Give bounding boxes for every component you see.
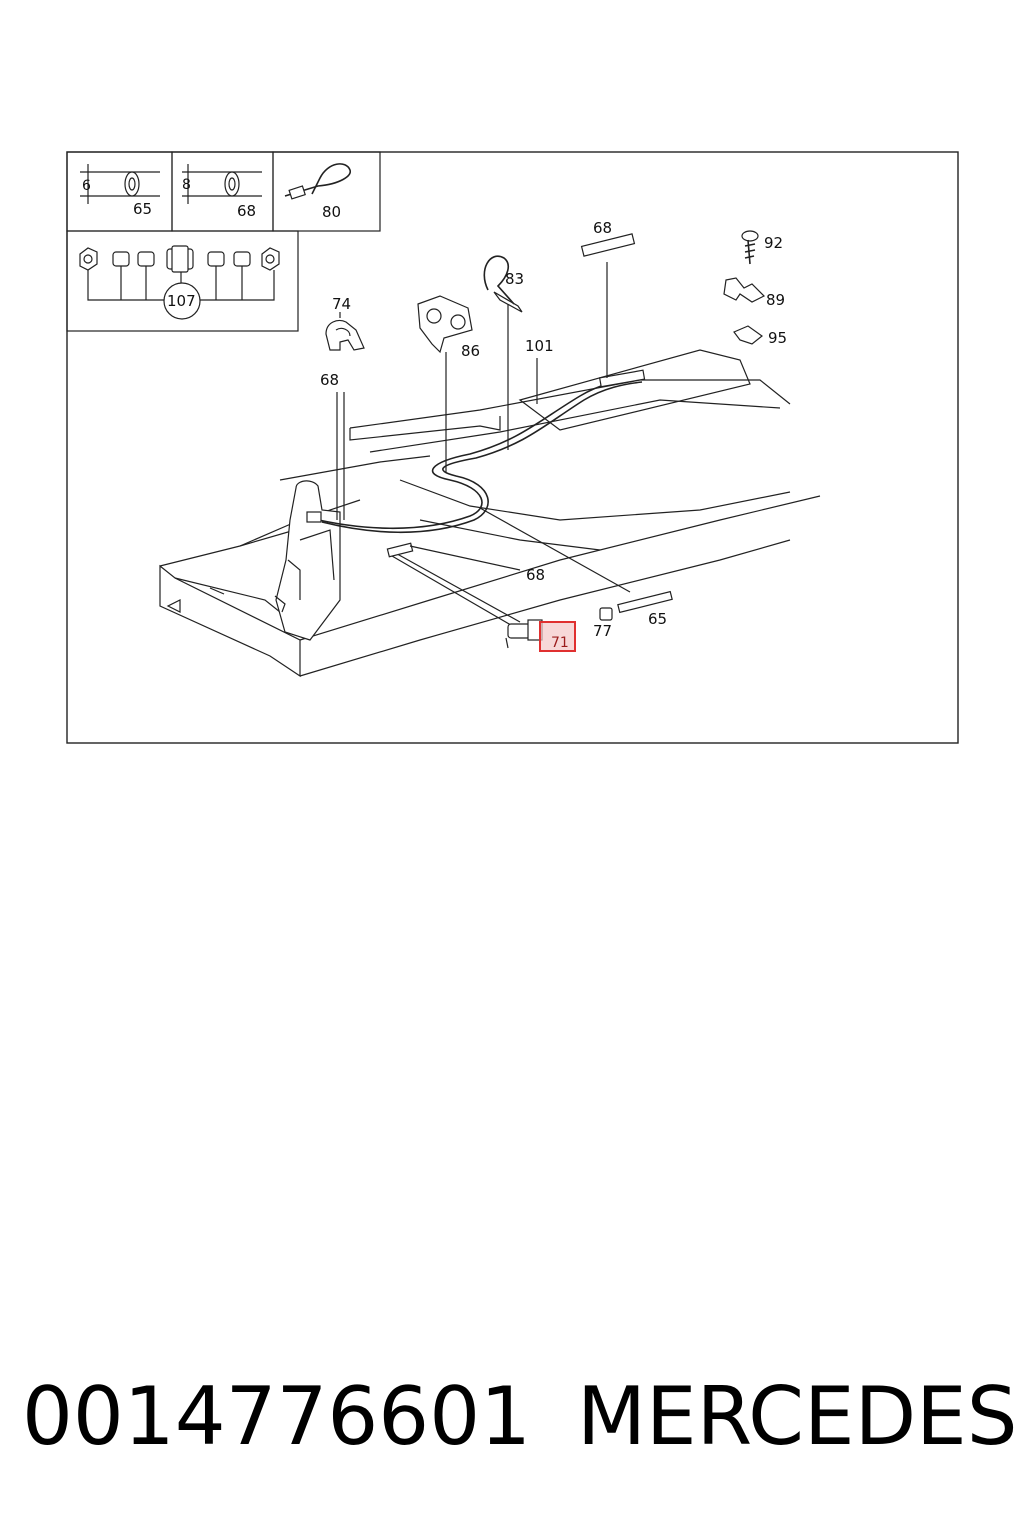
legend-dim-8: 8 xyxy=(182,177,191,193)
kit-label-107: 107 xyxy=(167,292,196,310)
callout-95: 95 xyxy=(768,329,787,347)
spacer-68-icon xyxy=(182,164,262,204)
legend-label-65: 65 xyxy=(133,200,152,218)
cable-tie-icon xyxy=(284,163,351,200)
strap-83-icon xyxy=(483,255,523,313)
cap-77-icon xyxy=(599,607,613,621)
legend-dim-6: 6 xyxy=(82,178,91,194)
callout-77: 77 xyxy=(593,622,612,640)
part-number: 0014776601 xyxy=(22,1370,531,1463)
chassis-frame-drawing xyxy=(159,349,821,678)
callout-101: 101 xyxy=(525,337,554,355)
diagram-frame xyxy=(66,151,959,744)
screw-92-icon xyxy=(741,230,759,265)
callout-92: 92 xyxy=(764,234,783,252)
spacer-65-icon xyxy=(80,164,160,204)
bracket-89-icon xyxy=(723,277,766,303)
callout-71[interactable]: 71 xyxy=(551,635,569,651)
callout-86: 86 xyxy=(461,342,480,360)
clip-74-icon xyxy=(325,319,365,351)
brand-name: MERCEDES xyxy=(577,1370,1018,1463)
pin-68-top-icon xyxy=(580,233,636,257)
clip-95-icon xyxy=(733,325,763,345)
callout-65: 65 xyxy=(648,610,667,628)
callout-68-mid: 68 xyxy=(526,566,545,584)
legend-label-80: 80 xyxy=(322,203,341,221)
legend-label-68: 68 xyxy=(237,202,256,220)
callout-89: 89 xyxy=(766,291,785,309)
sensor-71-icon xyxy=(505,619,543,649)
highlight-box-71[interactable] xyxy=(539,621,576,652)
callout-68-top: 68 xyxy=(593,219,612,237)
fastener-kit-icon xyxy=(79,245,280,320)
footer-caption: 0014776601 MERCEDES xyxy=(22,1370,1018,1463)
legend-panel: 6 65 8 68 80 xyxy=(66,151,381,332)
callout-74: 74 xyxy=(332,295,351,313)
pin-65-icon xyxy=(617,590,673,614)
callout-68-left: 68 xyxy=(320,371,339,389)
leader-lines xyxy=(336,262,608,520)
callout-83: 83 xyxy=(505,270,524,288)
clamp-86-icon xyxy=(417,295,473,354)
